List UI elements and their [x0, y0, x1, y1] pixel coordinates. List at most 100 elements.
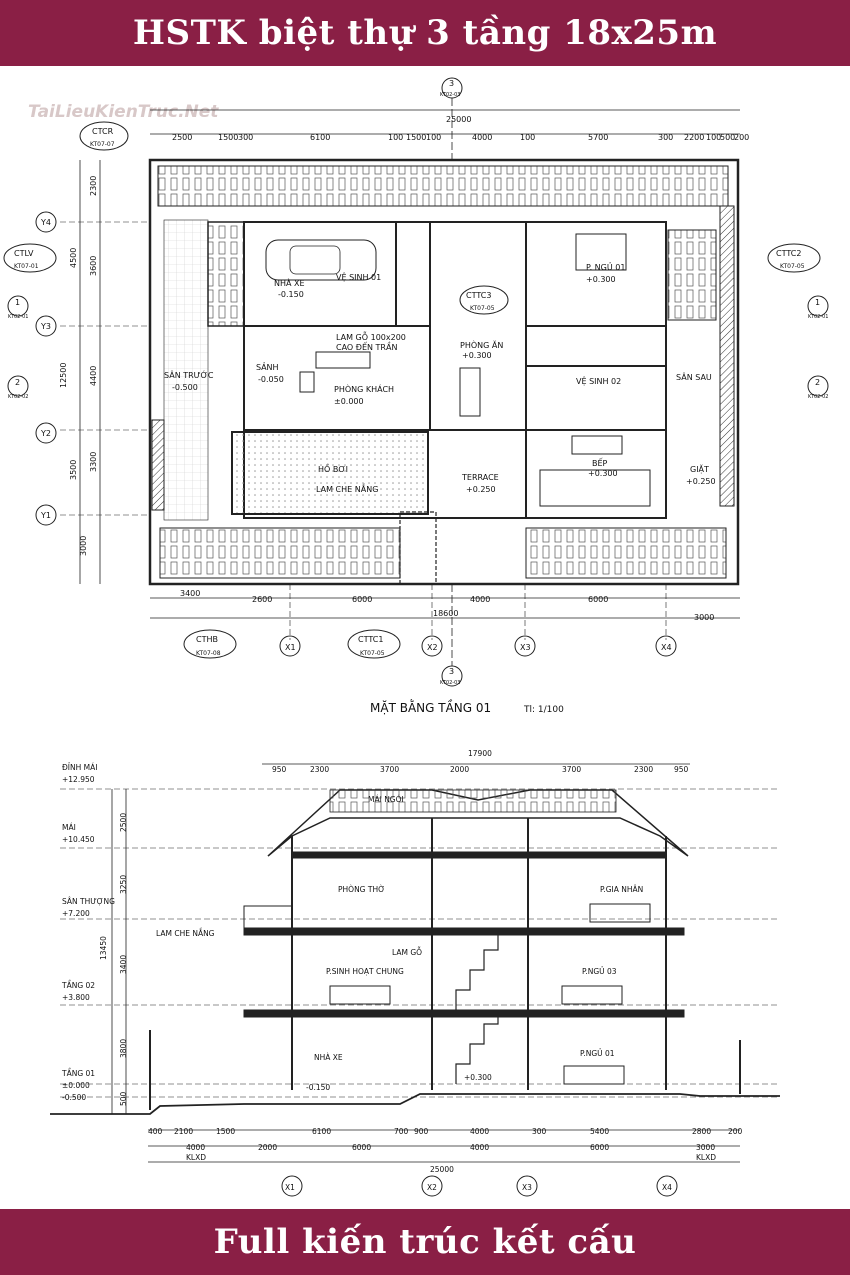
section-sheet: KT02-02	[808, 394, 828, 400]
section-room-label: PHÒNG THỜ	[338, 885, 385, 894]
level-value: +3.800	[62, 993, 90, 1002]
dim-label: 5700	[588, 133, 608, 142]
section-sheet: KT02-02	[8, 394, 28, 400]
axis-label: Y4	[40, 218, 51, 227]
dim-label: 2300	[634, 765, 653, 774]
dim-label: 400	[148, 1127, 163, 1136]
floor-plan-labels: MẶT BẰNG TẦNG 01 Tl: 1/100 25000 18600 1…	[8, 79, 828, 715]
plan-depth-total: 12500	[59, 363, 68, 388]
section-room-label: P.NGỦ 03	[582, 966, 617, 976]
dim-label: 100	[706, 133, 721, 142]
room-label: GIẶT	[690, 463, 709, 475]
dim-label: 100	[388, 133, 403, 142]
callout-code: CTTC3	[466, 291, 491, 300]
room-label: CAO ĐẾN TRẦN	[336, 340, 397, 352]
section-marker: 1	[815, 298, 820, 307]
room-label: LAM GỖ 100x200	[336, 330, 406, 342]
axis-label: X1	[285, 643, 296, 652]
axis-label: X3	[520, 643, 531, 652]
dim-label: 100	[520, 133, 535, 142]
room-level: -0.150	[278, 290, 304, 299]
section-sheet: KT02-01	[808, 314, 828, 320]
section-labels: ĐỈNH MÁI +12.950 MÁI +10.450 SÂN THƯỢNG …	[61, 749, 743, 1192]
dim-label: 3000	[79, 536, 88, 556]
dim-label: 2500	[119, 813, 128, 832]
room-label: PHÒNG ĂN	[460, 339, 503, 350]
axis-label: X4	[662, 1183, 672, 1192]
dim-label: 3800	[119, 1039, 128, 1058]
dim-label: 3000	[696, 1143, 715, 1152]
dim-label: 900	[414, 1127, 429, 1136]
building-section	[50, 763, 780, 1197]
title-text: HSTK biệt thự 3 tầng 18x25m	[132, 13, 718, 53]
section-sheet: KT02-03	[440, 680, 460, 686]
level-value: -0.500	[62, 1093, 86, 1102]
room-level: +0.300	[462, 351, 492, 360]
level-value: +7.200	[62, 909, 90, 918]
dim-label: 950	[674, 765, 689, 774]
dim-label: 200	[728, 1127, 743, 1136]
room-level: +0.300	[588, 469, 618, 478]
dim-note: KLXD	[186, 1153, 206, 1162]
dim-label: 2300	[89, 176, 98, 196]
plan-overall-depth: 18600	[433, 609, 458, 618]
callout-sheet: KT07-01	[14, 263, 39, 270]
callout-sheet: KT07-05	[780, 263, 805, 270]
callout-code: CTTC2	[776, 249, 801, 258]
callout-sheet: KT07-05	[470, 305, 495, 312]
callout-code: CTLV	[14, 249, 34, 258]
dim-label: 2600	[252, 595, 272, 604]
dim-label: 4000	[472, 133, 492, 142]
footer-text: Full kiến trúc kết cấu	[213, 1222, 637, 1262]
dim-label: 500	[720, 133, 735, 142]
room-label: VỆ SINH 01	[336, 271, 381, 283]
dim-label: 4000	[470, 1127, 489, 1136]
plan-scale: Tl: 1/100	[523, 705, 564, 715]
dim-label: 950	[272, 765, 287, 774]
dim-label: 13450	[99, 936, 108, 960]
callout-sheet: KT07-07	[90, 141, 115, 148]
dim-label: 500	[119, 1091, 128, 1106]
footer-banner: Full kiến trúc kết cấu	[0, 1209, 850, 1275]
room-level: ±0.000	[334, 397, 364, 406]
dim-label: 2000	[258, 1143, 277, 1152]
dim-label: 300	[532, 1127, 547, 1136]
dim-label: 3250	[119, 875, 128, 894]
dim-label: 4400	[89, 366, 98, 386]
room-level: +0.250	[686, 477, 716, 486]
dim-label: 100	[426, 133, 441, 142]
room-level: -0.050	[258, 375, 284, 384]
dim-label: 3700	[562, 765, 581, 774]
dim-label: 1500	[216, 1127, 235, 1136]
axis-label: X2	[427, 643, 438, 652]
section-room-label: P.SINH HOẠT CHUNG	[326, 967, 404, 976]
section-label: LAM CHE NẮNG	[156, 928, 215, 938]
callout-sheet: KT07-08	[196, 650, 221, 657]
dim-label: 6000	[590, 1143, 609, 1152]
dim-label: 6000	[352, 1143, 371, 1152]
dim-label: 4500	[69, 248, 78, 268]
section-label: LAM GỖ	[392, 947, 422, 957]
section-room-label: MÁI NGÓI	[368, 795, 404, 804]
level-name: ĐỈNH MÁI	[62, 763, 97, 772]
dim-label: 1500	[406, 133, 426, 142]
dim-label: 2500	[172, 133, 192, 142]
axis-bubble-x2	[421, 635, 443, 657]
axis-bubble-x1	[279, 635, 301, 657]
axis-bubble-x3	[514, 635, 536, 657]
room-label: VỆ SINH 02	[576, 375, 621, 387]
axis-bubble-x4	[655, 635, 677, 657]
dim-label: 300	[658, 133, 673, 142]
room-label: PHÒNG KHÁCH	[334, 383, 394, 394]
dim-label: 3600	[89, 256, 98, 276]
section-sheet: KT02-03	[440, 92, 460, 98]
level-name: TẦNG 01	[61, 1068, 95, 1078]
dim-label: 2000	[450, 765, 469, 774]
callout-code: CTHB	[196, 635, 218, 644]
dim-note: KLXD	[696, 1153, 716, 1162]
dim-label: 6000	[588, 595, 608, 604]
section-marker: 3	[449, 667, 454, 676]
dim-label: 4000	[470, 1143, 489, 1152]
level-name: TẦNG 02	[61, 980, 95, 990]
callout-code: CTCR	[92, 127, 114, 136]
